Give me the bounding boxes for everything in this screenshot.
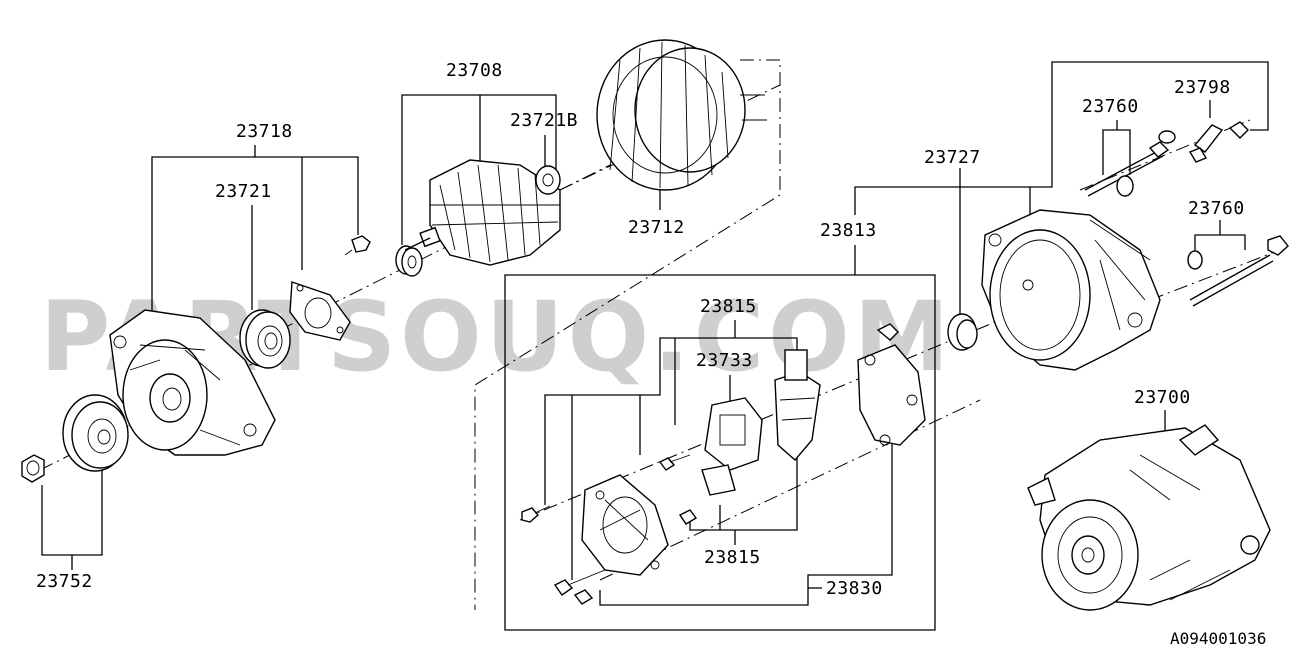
screws bbox=[521, 454, 698, 605]
leader-lines bbox=[41, 61, 1269, 631]
label-23815-bottom: 23815 bbox=[704, 547, 761, 568]
label-23733: 23733 bbox=[696, 350, 753, 371]
terminal-bolt bbox=[1188, 121, 1249, 163]
pulley-nut bbox=[21, 454, 45, 483]
bearing-retainer bbox=[289, 281, 351, 341]
label-23700: 23700 bbox=[1134, 387, 1191, 408]
rear-housing bbox=[981, 209, 1161, 371]
front-housing bbox=[109, 309, 276, 456]
label-23712: 23712 bbox=[628, 217, 685, 238]
rectifier bbox=[857, 323, 926, 446]
label-23752: 23752 bbox=[36, 571, 93, 592]
alternator-assembly bbox=[1027, 424, 1271, 611]
retainer-screw bbox=[344, 235, 371, 256]
label-23721b: 23721B bbox=[510, 110, 578, 131]
label-23760-right: 23760 bbox=[1188, 198, 1245, 219]
label-23798: 23798 bbox=[1174, 77, 1231, 98]
label-23760-top: 23760 bbox=[1082, 96, 1139, 117]
through-bolts bbox=[1084, 130, 1289, 307]
rotor bbox=[404, 159, 561, 266]
front-bearing bbox=[239, 309, 291, 369]
rear-cover-plate bbox=[581, 474, 669, 576]
diagram-code: A094001036 bbox=[1170, 629, 1266, 648]
rotor-bearing bbox=[395, 245, 423, 277]
stator bbox=[596, 39, 767, 191]
label-23727: 23727 bbox=[924, 147, 981, 168]
label-23721: 23721 bbox=[215, 181, 272, 202]
brush-holder bbox=[774, 349, 821, 461]
o-ring bbox=[947, 313, 978, 351]
label-23815-top: 23815 bbox=[700, 296, 757, 317]
label-23718: 23718 bbox=[236, 121, 293, 142]
label-23813: 23813 bbox=[820, 220, 877, 241]
label-23830: 23830 bbox=[826, 578, 883, 599]
part-labels: 23708 23721B 23718 23721 23712 23813 237… bbox=[36, 60, 1245, 599]
regulator bbox=[701, 397, 763, 496]
label-23708: 23708 bbox=[446, 60, 503, 81]
pulley bbox=[62, 394, 129, 472]
